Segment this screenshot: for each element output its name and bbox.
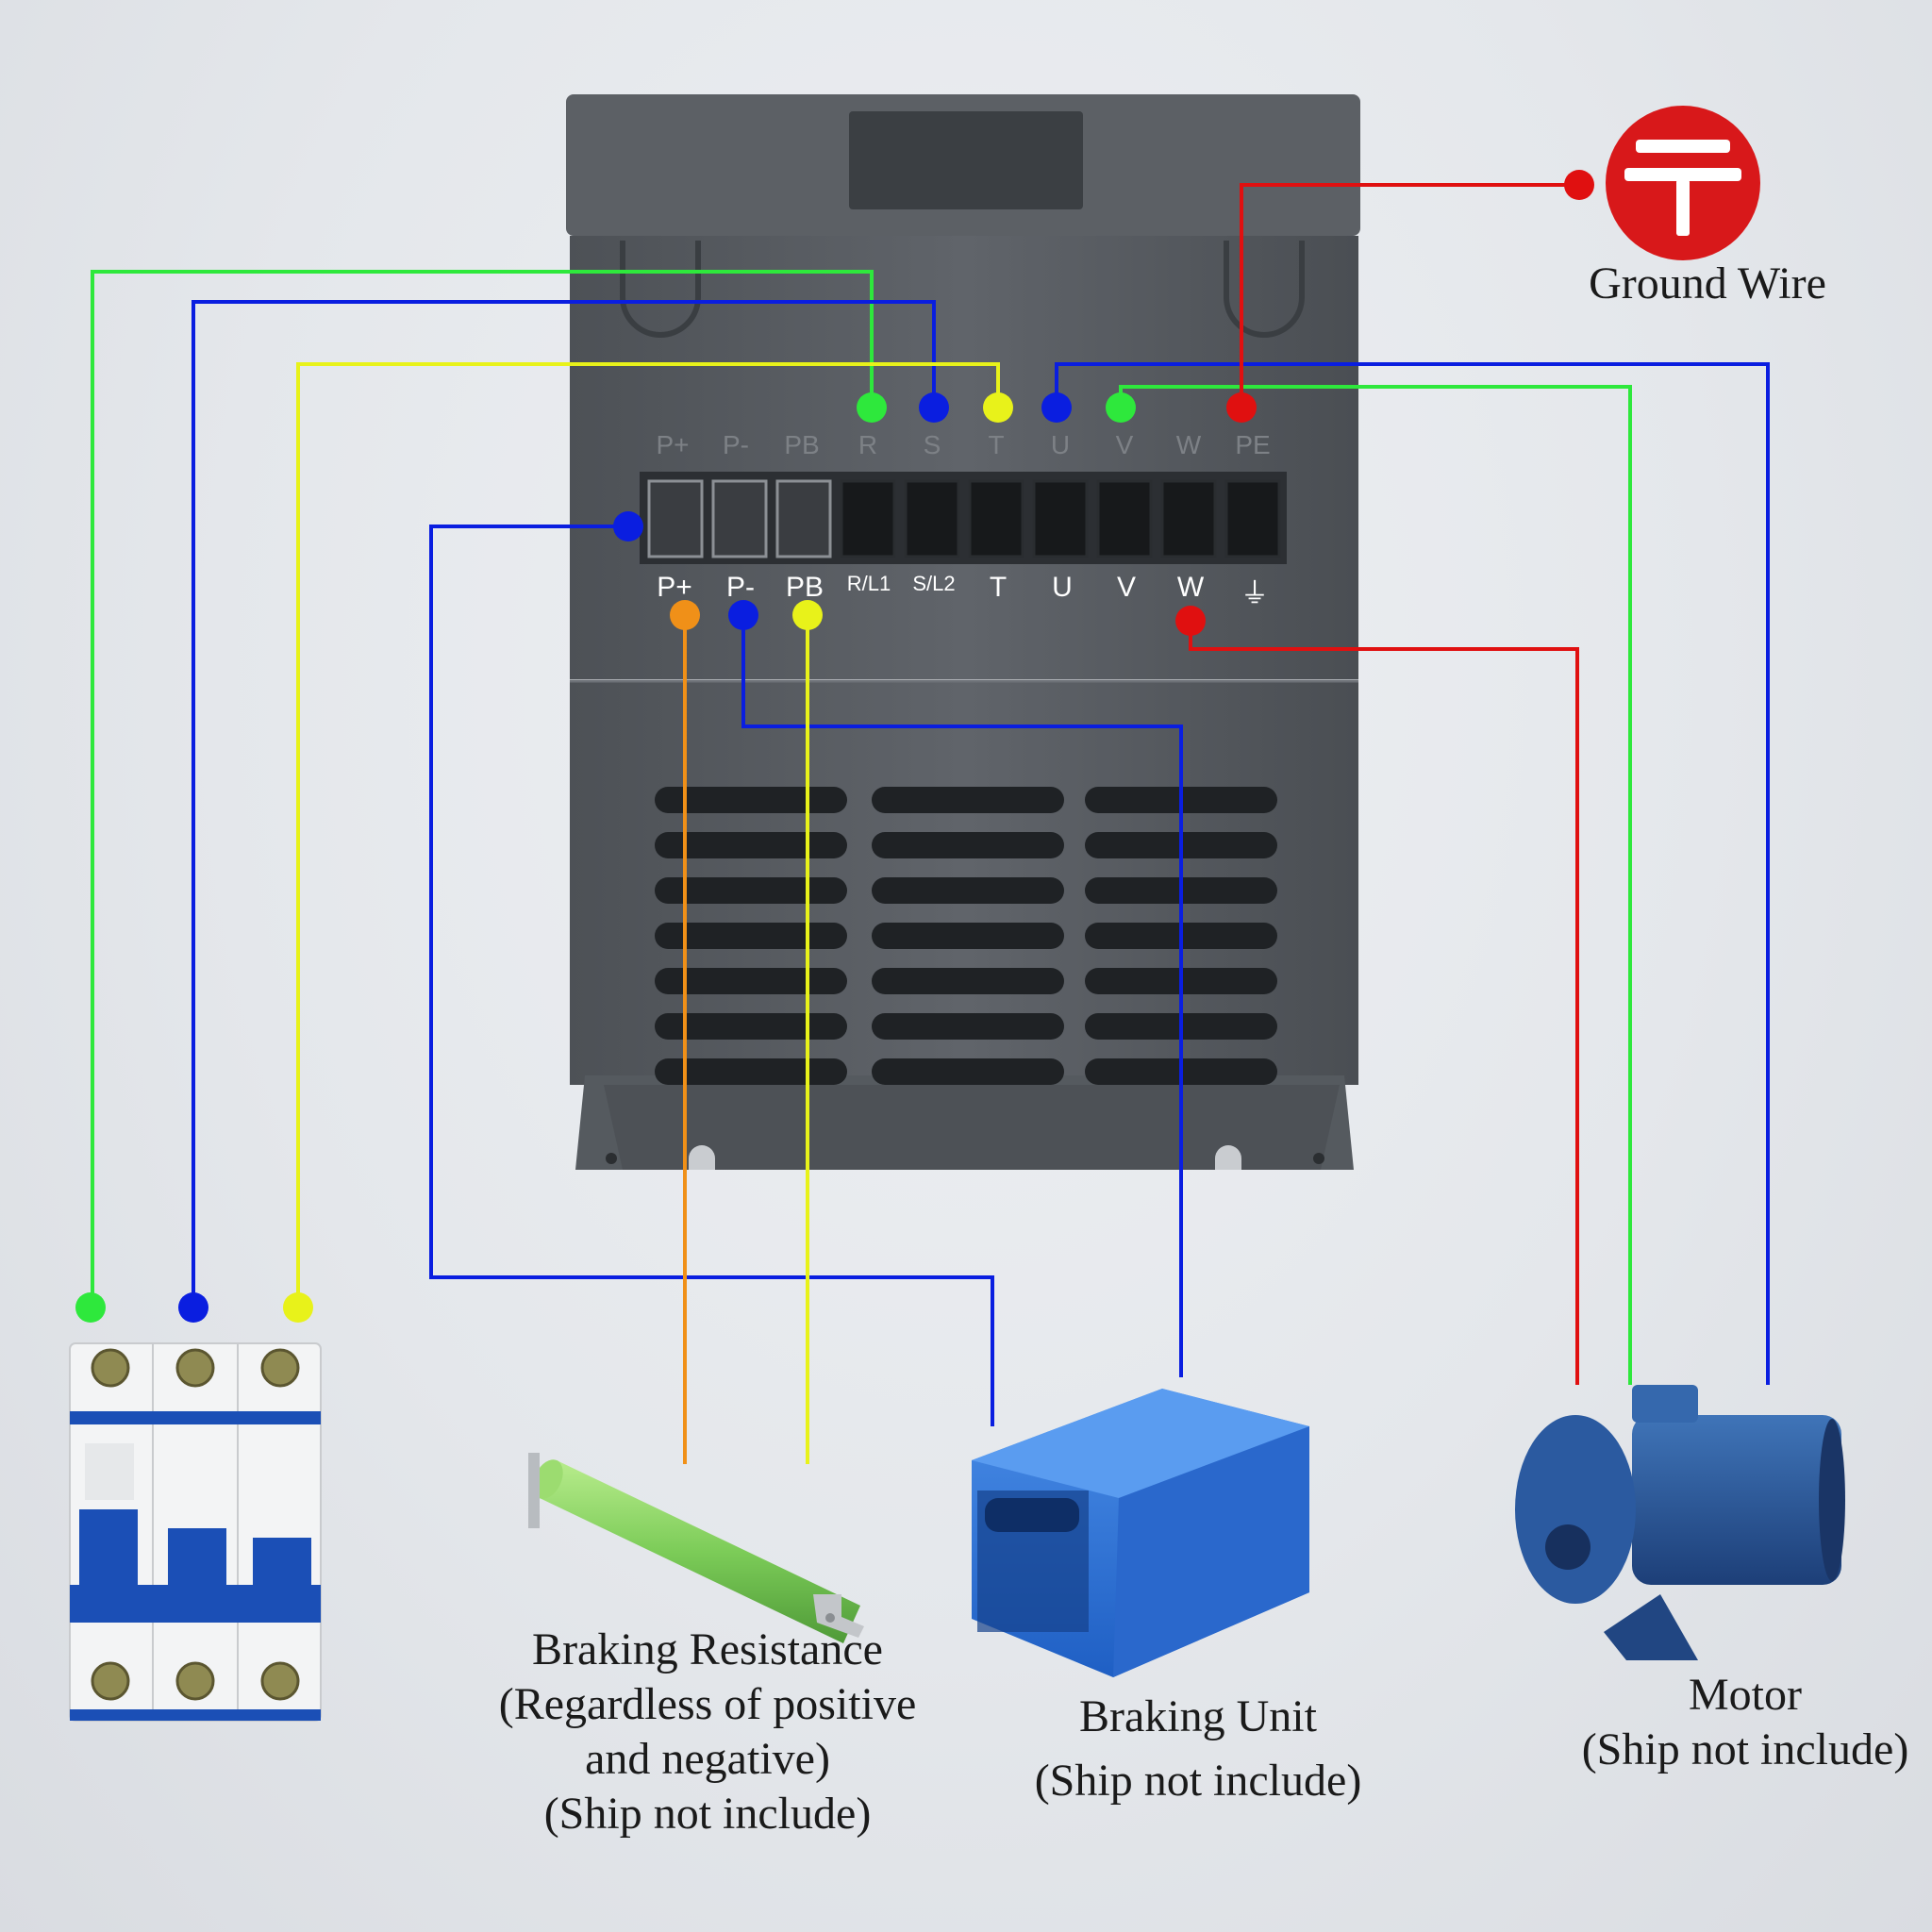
- braking-resistance-line2: (Regardless of positive: [498, 1679, 917, 1729]
- motor-line1: Motor: [1689, 1670, 1802, 1720]
- vent-slot: [655, 923, 847, 949]
- terminal-slot: [840, 479, 896, 558]
- wires: [91, 183, 1770, 1464]
- braking-resistor-image: [528, 1453, 864, 1643]
- vent-slot: [655, 877, 847, 904]
- terminal-label-s: S/L2: [912, 572, 956, 595]
- braking-resistance-line1: Braking Resistance: [532, 1624, 883, 1674]
- terminal-slot: [711, 479, 768, 558]
- vent-slot: [872, 877, 1064, 904]
- ground-wire-label: Ground Wire: [1589, 258, 1826, 308]
- vent-slot: [872, 787, 1064, 813]
- terminal-ghost-w: W: [1175, 430, 1202, 459]
- terminal-ghost-s: S: [923, 430, 941, 459]
- braking-unit-line2: (Ship not include): [1034, 1756, 1362, 1806]
- terminal-label-t: T: [989, 572, 1008, 603]
- vent-slot: [872, 1058, 1064, 1085]
- vent-slot: [655, 832, 847, 858]
- terminal-ghost-p-minus: P-: [723, 430, 749, 459]
- terminal-ghost-r: R: [858, 430, 878, 459]
- terminal-label-w: W: [1176, 572, 1205, 603]
- terminal-slot: [647, 479, 704, 558]
- wire-pplus-blue: [429, 525, 994, 1426]
- vent-slot: [655, 787, 847, 813]
- terminal-block: [640, 472, 1287, 564]
- braking-unit-line1: Braking Unit: [1079, 1691, 1317, 1741]
- terminal-ghost-pb: PB: [784, 430, 820, 459]
- ground-icon: [1606, 106, 1760, 260]
- motor-image: [1515, 1385, 1845, 1660]
- vent-slot: [872, 923, 1064, 949]
- vent-slot: [655, 1058, 847, 1085]
- terminal-ghost-p-plus: P+: [656, 430, 690, 459]
- wire-r-green: [91, 270, 874, 1307]
- terminal-label-u: U: [1052, 572, 1073, 603]
- motor-line2: (Ship not include): [1581, 1724, 1909, 1774]
- vent-slot: [655, 968, 847, 994]
- braking-resistance-line3: and negative): [585, 1734, 830, 1784]
- braking-resistance-caption: Braking Resistance (Regardless of positi…: [453, 1623, 962, 1841]
- vent-slot: [872, 1013, 1064, 1040]
- wire-t-yellow: [296, 362, 1000, 1307]
- braking-resistance-line4: (Ship not include): [543, 1789, 872, 1839]
- circuit-breaker: [69, 1342, 322, 1722]
- connection-dots: [75, 170, 1594, 1323]
- wire-pe-red: [1240, 183, 1579, 408]
- terminal-slot: [1224, 479, 1281, 558]
- braking-unit-caption: Braking Unit (Ship not include): [1000, 1685, 1396, 1813]
- vent-slot: [872, 968, 1064, 994]
- terminal-ghost-pe: PE: [1235, 430, 1271, 459]
- vent-slots: [655, 787, 1277, 1085]
- terminal-label-pb: PB: [785, 572, 824, 603]
- motor-caption: Motor (Ship not include): [1566, 1668, 1924, 1777]
- terminal-slot: [775, 479, 832, 558]
- terminal-slot: [904, 479, 960, 558]
- terminal-slot: [1160, 479, 1217, 558]
- wire-u-blue: [1055, 362, 1770, 1385]
- wire-s-blue: [192, 300, 936, 1307]
- terminal-slot: [1096, 479, 1153, 558]
- vent-slot: [655, 1013, 847, 1040]
- terminal-label-earth: ⏚: [1241, 578, 1269, 609]
- terminal-label-p-minus: P-: [726, 572, 755, 603]
- terminal-slot: [1032, 479, 1089, 558]
- braking-unit-image: [972, 1389, 1309, 1677]
- terminal-ghost-v: V: [1115, 430, 1134, 459]
- vent-slot: [872, 832, 1064, 858]
- terminal-label-p-plus: P+: [657, 572, 692, 603]
- terminal-ghost-t: T: [988, 430, 1005, 459]
- wire-pminus-blue: [741, 615, 1183, 1377]
- terminal-label-r: R/L1: [846, 572, 891, 595]
- terminal-ghost-u: U: [1050, 430, 1071, 459]
- terminal-label-v: V: [1116, 572, 1136, 603]
- terminal-slot: [968, 479, 1024, 558]
